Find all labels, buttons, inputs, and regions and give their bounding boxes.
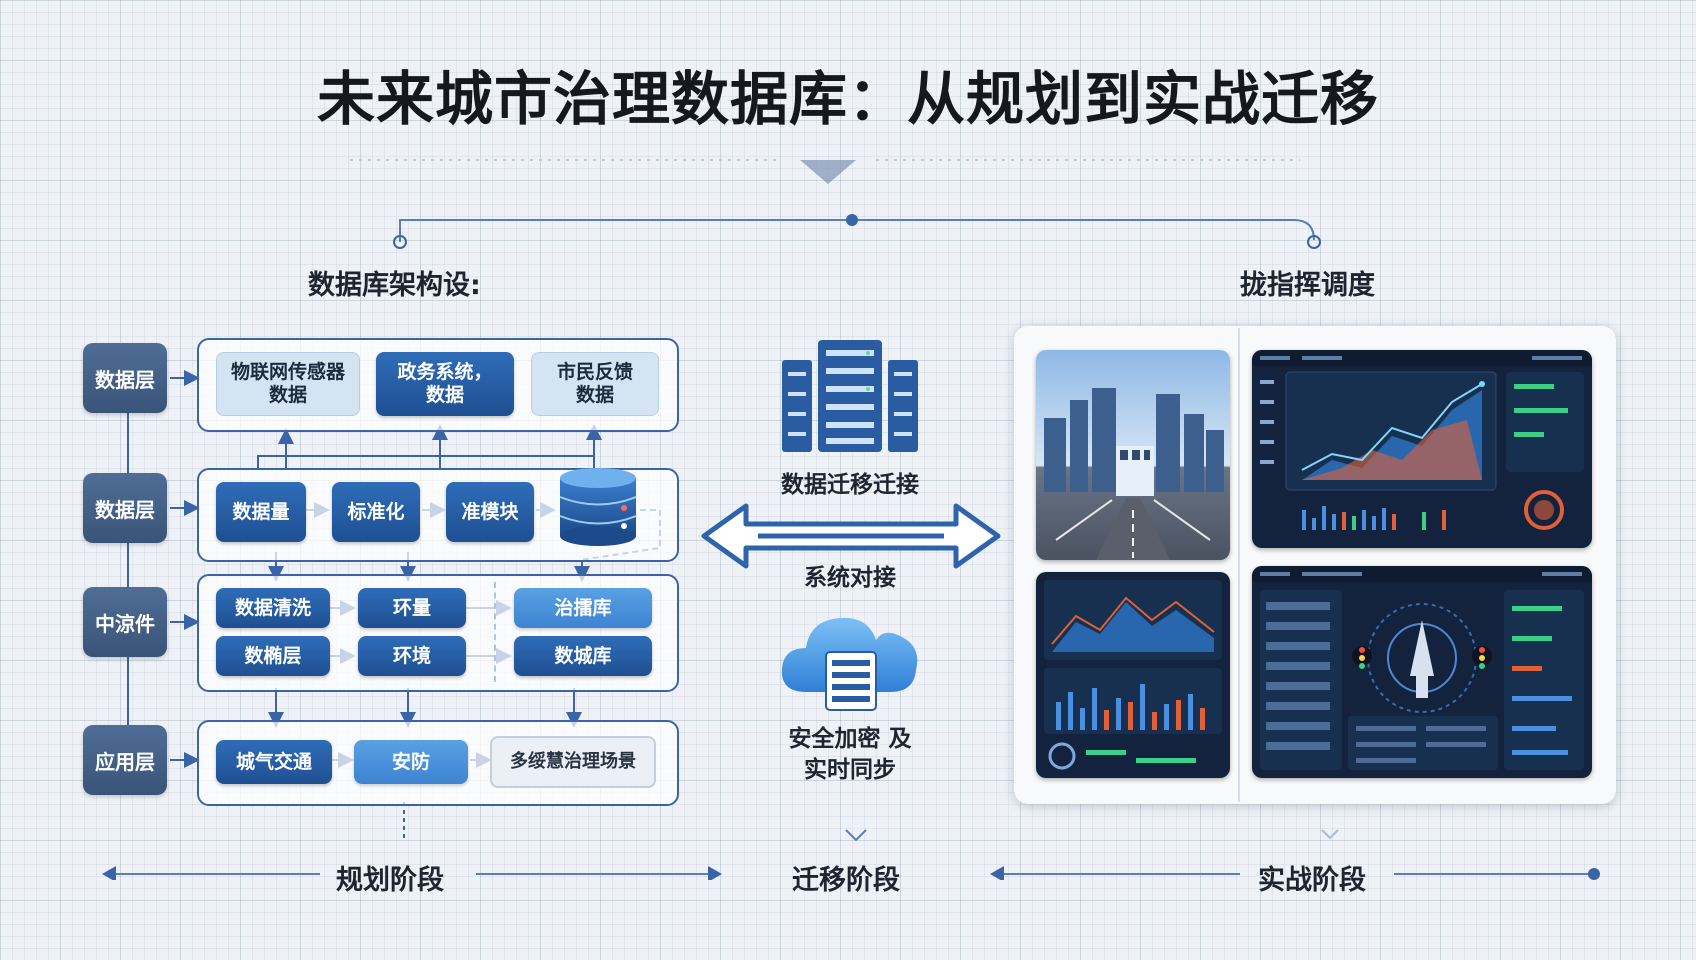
architecture-heading: 数据库架构设: bbox=[308, 270, 481, 301]
phase-operation: 实战阶段 bbox=[1258, 865, 1366, 896]
standardization-box: 标准化 bbox=[332, 482, 420, 542]
mountain-chart-icon bbox=[1044, 580, 1222, 770]
traffic-box: 城气交通 bbox=[216, 740, 332, 784]
security-box: 安防 bbox=[354, 740, 468, 784]
cloud-server-icon bbox=[781, 617, 918, 711]
analytics-dashboard-panel bbox=[1252, 350, 1592, 548]
layer-tag-data-1: 数据层 bbox=[83, 343, 167, 413]
gov-system-data-box: 政务系统， 数据 bbox=[376, 352, 514, 416]
smart-governance-box: 多绥慧治理场景 bbox=[490, 736, 656, 788]
phase-timeline bbox=[102, 829, 1600, 880]
data-cleaning-box: 数据清洗 bbox=[216, 588, 330, 628]
governance-db-box: 治擂库 bbox=[514, 588, 652, 628]
city-db-box: 数城库 bbox=[514, 636, 652, 676]
database-cylinder-icon bbox=[559, 468, 637, 546]
layer-tag-data-2: 数据层 bbox=[83, 473, 167, 543]
iot-sensor-data-box: 物联网传感器 数据 bbox=[216, 352, 360, 416]
top-connector bbox=[350, 159, 1321, 249]
environment-box: 环境 bbox=[358, 636, 466, 676]
double-arrow-icon bbox=[701, 503, 1001, 569]
layer-tag-middleware: 中涼件 bbox=[83, 587, 167, 657]
city-photo-panel bbox=[1036, 350, 1230, 560]
server-rack-icon bbox=[782, 340, 918, 452]
city-skyline-icon bbox=[1044, 388, 1224, 560]
migration-label: 数据迁移迁接 bbox=[781, 472, 919, 498]
ring-volume-box: 环量 bbox=[358, 588, 466, 628]
command-map-icon bbox=[1252, 566, 1592, 770]
dashboard-divider bbox=[1238, 328, 1240, 802]
module-box: 准模块 bbox=[446, 482, 534, 542]
middleware-divider bbox=[494, 582, 498, 682]
command-heading: 拢指挥调度 bbox=[1240, 270, 1375, 301]
data-layer-box: 数椭层 bbox=[216, 636, 330, 676]
layer-tag-application: 应用层 bbox=[83, 725, 167, 795]
security-sync-label: 安全加密 及 实时同步 bbox=[788, 726, 912, 784]
phase-planning: 规划阶段 bbox=[336, 865, 444, 896]
interface-label: 系统对接 bbox=[804, 565, 896, 591]
phase-migration: 迁移阶段 bbox=[792, 865, 900, 896]
citizen-feedback-data-box: 市民反馈 数据 bbox=[531, 352, 659, 416]
data-volume-box: 数据量 bbox=[216, 482, 306, 542]
traffic-command-panel bbox=[1252, 566, 1592, 778]
trend-chart-icon bbox=[1252, 350, 1592, 530]
page-title: 未来城市治理数据库：从规划到实战迁移 bbox=[316, 65, 1379, 133]
metrics-dashboard-panel bbox=[1036, 572, 1230, 778]
